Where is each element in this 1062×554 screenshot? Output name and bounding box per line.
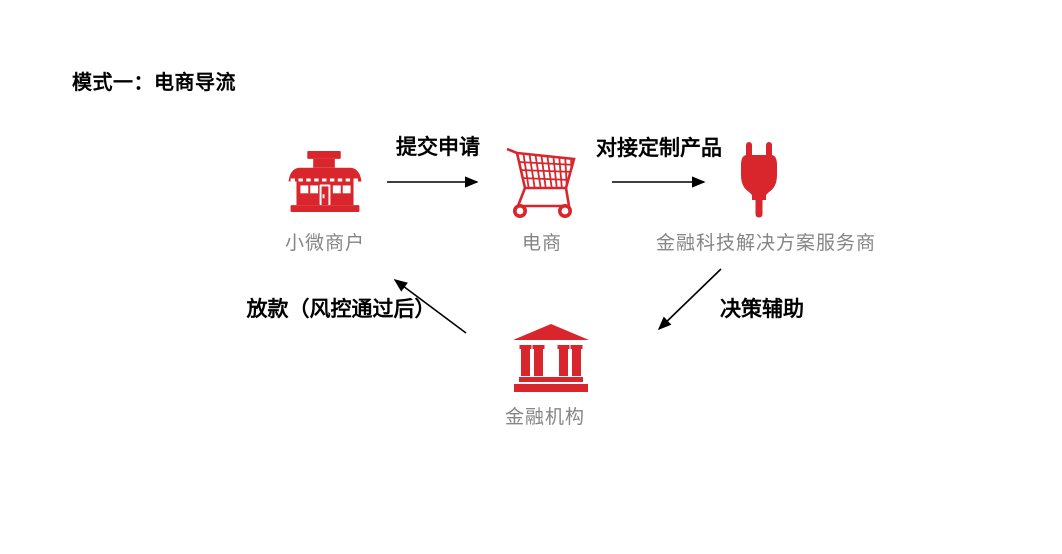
- node-label-fintech: 金融科技解决方案服务商: [655, 233, 876, 254]
- edge-label-connect-custom-products: 对接定制产品: [596, 137, 722, 160]
- edge-label-loan-disbursement: 放款（风控通过后）: [246, 298, 436, 321]
- node-label-ecommerce: 电商: [521, 233, 562, 254]
- shopping-cart-icon: [504, 147, 582, 219]
- power-plug-icon: [739, 142, 779, 218]
- bank-icon: [512, 324, 590, 392]
- edge-label-decision-support: 决策辅助: [720, 298, 804, 321]
- node-label-merchant: 小微商户: [284, 233, 365, 254]
- storefront-icon: [287, 151, 363, 212]
- node-label-bank: 金融机构: [504, 407, 585, 428]
- diagram-title: 模式一：电商导流: [72, 72, 236, 94]
- edge-label-submit-application: 提交申请: [396, 136, 480, 159]
